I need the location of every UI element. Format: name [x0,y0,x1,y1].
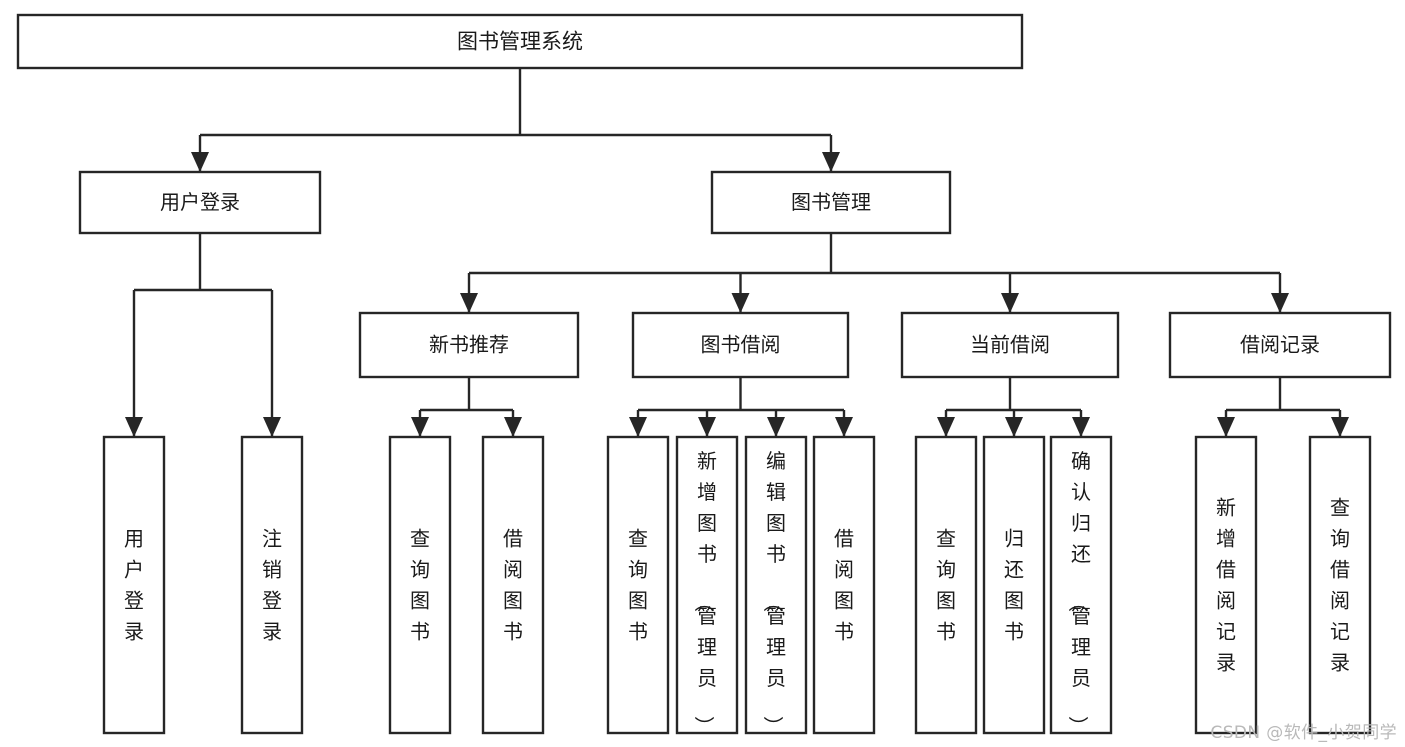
leaf-node-确认归还-管理员-[interactable]: 确认归还（管理员） [1049,435,1113,736]
node-box [914,435,978,735]
edge-arrowhead-icon [698,417,716,437]
edge-group-当前借阅 [937,377,1090,437]
edge-group-root [191,68,840,172]
edge-group-图书借阅 [629,377,853,437]
leaf-node-新增借阅记录[interactable]: 新增借阅记录 [1194,435,1258,735]
edge-arrowhead-icon [504,417,522,437]
node-box [102,435,166,735]
root-node-图书管理系统[interactable]: 图书管理系统 [16,13,1024,70]
node-box [16,13,1024,70]
edge-arrowhead-icon [937,417,955,437]
leaf-node-用户登录[interactable]: 用户登录 [102,435,166,735]
leaf-label: 编辑图书（管理员） [761,449,786,736]
edge-arrowhead-icon [822,152,840,172]
leaf-node-借阅图书[interactable]: 借阅图书 [481,435,545,735]
edge-arrowhead-icon [460,293,478,313]
node-box [358,311,580,379]
leaf-label: 归还图书 [1004,527,1024,644]
node-label: 新书推荐 [429,333,509,357]
node-box [900,311,1120,379]
leaf-label: 查询图书 [628,527,648,644]
edge-group-借阅记录 [1217,377,1349,437]
edge-arrowhead-icon [731,293,750,313]
level3-node-新书推荐[interactable]: 新书推荐 [358,311,580,379]
leaf-label: 借阅图书 [503,527,523,644]
node-box [1194,435,1258,735]
edge-arrowhead-icon [125,417,143,437]
edges-layer [125,68,1349,437]
edge-group-user-login [125,233,281,437]
leaf-node-查询图书[interactable]: 查询图书 [388,435,452,735]
leaf-label: 查询图书 [410,527,430,644]
edge-arrowhead-icon [629,417,647,437]
edge-arrowhead-icon [411,417,429,437]
level3-node-图书借阅[interactable]: 图书借阅 [631,311,850,379]
leaf-label: 确认归还（管理员） [1066,449,1091,736]
leaf-label: 查询图书 [936,527,956,644]
node-label: 借阅记录 [1240,333,1320,357]
leaf-node-查询图书[interactable]: 查询图书 [914,435,978,735]
edge-arrowhead-icon [835,417,853,437]
leaf-node-查询图书[interactable]: 查询图书 [606,435,670,735]
edge-arrowhead-icon [767,417,785,437]
edge-arrowhead-icon [1331,417,1349,437]
level2-node-用户登录[interactable]: 用户登录 [78,170,322,235]
leaf-label: 借阅图书 [834,527,854,644]
node-box [812,435,876,735]
leaf-label: 注销登录 [262,527,282,644]
node-box [388,435,452,735]
leaf-node-新增图书-管理员-[interactable]: 新增图书（管理员） [675,435,739,736]
edge-arrowhead-icon [1271,293,1289,313]
leaf-label: 查询借阅记录 [1330,496,1350,675]
edge-arrowhead-icon [191,152,209,172]
edge-group-新书推荐 [411,377,522,437]
edge-arrowhead-icon [1072,417,1090,437]
leaf-node-查询借阅记录[interactable]: 查询借阅记录 [1308,435,1372,735]
edge-arrowhead-icon [263,417,281,437]
node-box [631,311,850,379]
node-box [240,435,304,735]
node-box [710,170,952,235]
node-box [481,435,545,735]
leaf-node-归还图书[interactable]: 归还图书 [982,435,1046,735]
node-box [1168,311,1392,379]
leaf-node-借阅图书[interactable]: 借阅图书 [812,435,876,735]
node-label: 图书管理 [791,190,871,214]
node-box [675,435,739,735]
level3-node-借阅记录[interactable]: 借阅记录 [1168,311,1392,379]
leaf-node-注销登录[interactable]: 注销登录 [240,435,304,735]
nodes-layer: 图书管理系统用户登录图书管理新书推荐图书借阅当前借阅借阅记录用户登录注销登录查询… [16,13,1392,736]
edge-arrowhead-icon [1001,293,1019,313]
leaf-label: 用户登录 [124,527,144,644]
leaf-label: 新增图书（管理员） [692,449,717,736]
node-box [78,170,322,235]
node-label: 当前借阅 [970,333,1050,357]
node-box [982,435,1046,735]
edge-group-book-management [460,233,1289,313]
leaf-label: 新增借阅记录 [1216,496,1236,675]
node-box [1049,435,1113,735]
level3-node-当前借阅[interactable]: 当前借阅 [900,311,1120,379]
edge-arrowhead-icon [1217,417,1235,437]
node-box [606,435,670,735]
edge-arrowhead-icon [1005,417,1023,437]
leaf-node-编辑图书-管理员-[interactable]: 编辑图书（管理员） [744,435,808,736]
node-label: 图书借阅 [701,333,781,357]
node-box [1308,435,1372,735]
node-label: 图书管理系统 [457,30,583,54]
level2-node-图书管理[interactable]: 图书管理 [710,170,952,235]
node-label: 用户登录 [160,190,240,214]
node-box [744,435,808,735]
